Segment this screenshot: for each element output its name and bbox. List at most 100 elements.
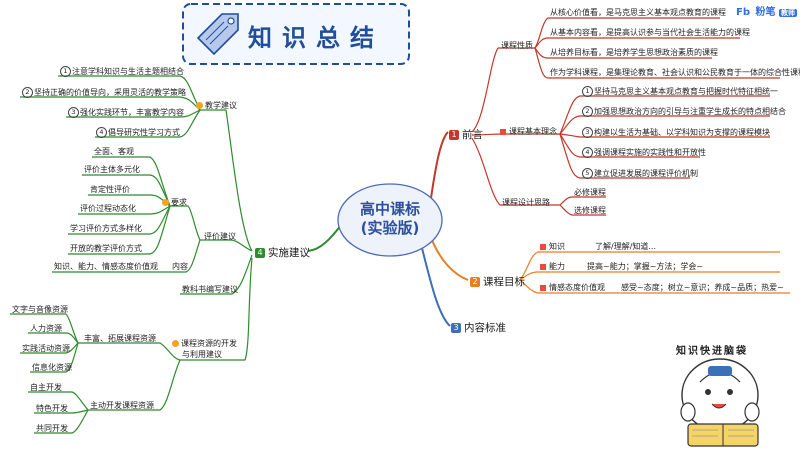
banner-title: 知识总结 — [248, 23, 384, 52]
goal-item: 情感态度价值观 感受~态度；树立~意识；养成~品质；热爱~ — [540, 283, 784, 293]
nature-label: 课程性质 — [501, 41, 533, 50]
circled-number: 3 — [582, 127, 593, 138]
number-badge: 4 — [255, 248, 265, 258]
teaching-text: 强化实践环节，丰富教学内容 — [80, 108, 184, 117]
brand-logo: Fb 粉笔 教师 — [736, 3, 797, 18]
enrich-item: 实践活动资源 — [22, 344, 70, 353]
study-mascot-illustration — [680, 358, 760, 447]
resources-label-line1: 课程资源的开发 — [181, 339, 237, 348]
nature-item: 从核心价值看，是马克思主义基本观点教育的课程 — [550, 8, 726, 17]
teaching-text: 倡导研究性学习方式 — [108, 128, 180, 137]
eval-content-text: 知识、能力、情感态度价值观 — [54, 262, 158, 271]
flag-marker-icon — [500, 128, 506, 135]
eval-content-label: 内容 — [172, 262, 188, 271]
requirement-item: 肯定性评价 — [90, 185, 130, 194]
evaluation-label: 评价建议 — [204, 232, 236, 241]
circled-number: 2 — [582, 106, 593, 117]
design-label: 课程设计思路 — [502, 198, 550, 207]
flag-marker-icon — [540, 284, 546, 291]
nature-item: 作为学科课程，是集理论教育、社会认识和公民教育于一体的综合性课程 — [550, 68, 800, 77]
teaching-text: 坚持正确的价值导向，采用灵活的教学策略 — [34, 88, 186, 97]
circled-number: 5 — [582, 168, 593, 179]
goal-text: 感受~态度；树立~意识；养成~品质；热爱~ — [621, 283, 784, 292]
goal-text: 提高~能力；掌握~方法；学会~ — [587, 262, 704, 271]
requirement-item: 学习评价方式多样化 — [70, 224, 142, 233]
teaching-text: 注意学科知识与生活主题相结合 — [72, 67, 184, 76]
requirements-label-text: 要求 — [171, 198, 187, 207]
requirement-item: 全面、客观 — [94, 147, 134, 156]
textbook-label: 教科书编写建议 — [182, 285, 238, 294]
tag-icon — [196, 13, 239, 56]
active-item: 共同开发 — [36, 424, 68, 433]
goal-label: 知识 — [549, 242, 565, 251]
center-title-line2: (实验版) — [360, 219, 420, 237]
bulb-marker-icon — [196, 102, 203, 109]
active-item: 自主开发 — [30, 383, 62, 392]
idea-text: 坚持马克思主义基本观点教育与把握时代特征相统一 — [594, 87, 778, 96]
goal-item: 知识 了解/理解/知道... — [540, 242, 656, 252]
brand-mark: Fb — [736, 7, 750, 18]
nature-item: 从基本内容看，是提高认识参与当代社会生活能力的课程 — [550, 28, 750, 37]
circled-number: 4 — [582, 147, 593, 158]
resources-label-line2: 与利用建议 — [182, 350, 222, 359]
bulb-marker-icon — [172, 340, 179, 347]
teaching-label-text: 教学建议 — [205, 101, 237, 110]
design-item: 选修课程 — [574, 206, 606, 215]
center-title: 高中课标 (实验版) — [338, 200, 442, 238]
number-badge: 1 — [449, 130, 459, 140]
goal-label: 能力 — [549, 262, 565, 271]
flag-marker-icon — [540, 263, 546, 270]
nature-item: 从培养目标看，是培养学生思想政治素质的课程 — [550, 48, 718, 57]
brand-tag: 教师 — [778, 9, 797, 17]
requirements-label: 要求 — [162, 198, 187, 208]
enrich-item: 信息化资源 — [32, 363, 72, 372]
circled-number: 1 — [582, 86, 593, 97]
flag-marker-icon — [540, 243, 546, 250]
resources-label: 课程资源的开发 与利用建议 — [172, 338, 237, 360]
enrich-label: 丰富、拓展课程资源 — [84, 334, 156, 343]
requirement-item: 开放的教学评价方式 — [70, 244, 142, 253]
requirement-item: 评价过程动态化 — [80, 204, 136, 213]
requirement-item: 评价主体多元化 — [84, 165, 140, 174]
bulb-marker-icon — [162, 199, 169, 206]
design-item: 必修课程 — [574, 188, 606, 197]
idea-text: 强调课程实施的实践性和开放性 — [594, 148, 706, 157]
brand-name: 粉笔 — [755, 7, 776, 18]
branch-preface-label: 前言 — [462, 129, 483, 141]
center-node-shape — [337, 183, 443, 257]
idea-text: 构建以生活为基础、以学科知识为支撑的课程模块 — [594, 128, 770, 137]
ideas-label: 课程基本理念 — [500, 127, 557, 137]
active-item: 特色开发 — [36, 404, 68, 413]
ideas-label-text: 课程基本理念 — [509, 127, 557, 136]
goal-text: 了解/理解/知道... — [595, 242, 657, 251]
idea-text: 建立促进发展的课程评价机制 — [594, 169, 698, 178]
idea-text: 加强思想政治方向的引导与注重学生成长的特点相结合 — [594, 107, 786, 116]
circled-number: 1 — [60, 66, 71, 77]
branch-content-label: 内容标准 — [464, 322, 506, 334]
banner-frame — [182, 3, 410, 65]
sticker-caption: 知识快进脑袋 — [676, 346, 748, 357]
number-badge: 2 — [470, 277, 480, 287]
circled-number: 4 — [96, 127, 107, 138]
enrich-item: 人力资源 — [30, 324, 62, 333]
circled-number: 2 — [22, 87, 33, 98]
teaching-label: 教学建议 — [196, 101, 237, 111]
goal-item: 能力 提高~能力；掌握~方法；学会~ — [540, 262, 703, 272]
enrich-item: 文字与音像资源 — [12, 305, 68, 314]
goal-label: 情感态度价值观 — [549, 283, 605, 292]
active-label: 主动开发课程资源 — [90, 401, 154, 410]
